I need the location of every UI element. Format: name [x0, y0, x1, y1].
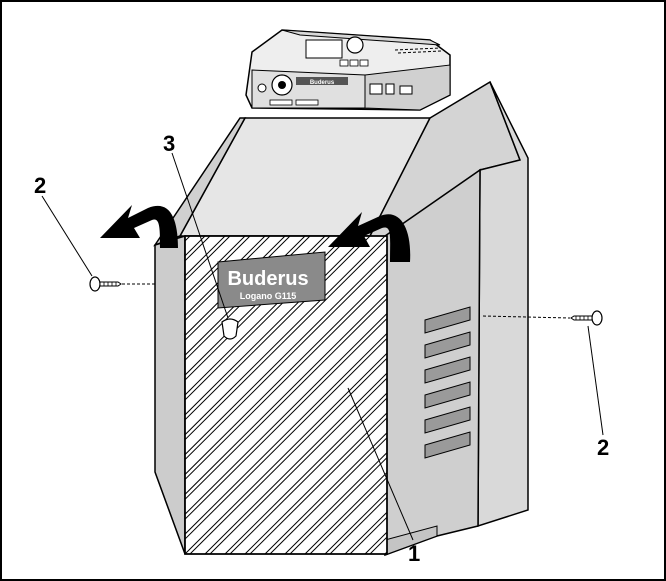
hatch-line: [185, 312, 387, 515]
hatch-line: [185, 297, 387, 501]
main-switch[interactable]: [369, 83, 383, 95]
hatch-line: [525, 236, 666, 554]
hatch-line: [185, 317, 387, 520]
handle-recess[interactable]: [221, 318, 239, 340]
rotary-knob[interactable]: [346, 36, 364, 54]
hatch-line: [550, 236, 666, 554]
hatch-line: [185, 253, 387, 456]
hatch-line: [185, 292, 387, 496]
right-screw: [570, 310, 603, 326]
hatch-line: [565, 236, 666, 554]
right-screw-leader: [482, 315, 571, 319]
switch[interactable]: [385, 83, 395, 95]
hatch-line: [189, 357, 387, 554]
hatch-line: [309, 476, 387, 554]
hatch-line: [185, 337, 387, 540]
hatch-line: [185, 236, 251, 302]
hatch-line: [204, 372, 387, 554]
hatch-line: [545, 236, 666, 554]
dial-center-icon: [278, 81, 286, 89]
hatch-line: [269, 437, 387, 554]
front-panel-hatching: [185, 236, 666, 554]
controller-top: [281, 29, 441, 46]
connector-slot: [295, 99, 319, 106]
hatch-line: [249, 417, 387, 554]
callout-3-leader: [171, 152, 229, 319]
callout-1-leader: [347, 387, 414, 541]
control-button[interactable]: [339, 59, 349, 67]
fuse-holder[interactable]: [399, 85, 413, 95]
control-button[interactable]: [349, 59, 359, 67]
vent-grille: [394, 47, 443, 54]
hatch-line: [570, 236, 666, 554]
left-side-panel[interactable]: [154, 234, 186, 555]
hatch-line: [185, 273, 387, 476]
indicator-light: [257, 83, 267, 93]
right-removal-arrow: [328, 212, 411, 262]
callout-2-left-leader: [41, 195, 93, 277]
connector-slot: [269, 99, 293, 106]
vent-slot: [424, 381, 471, 409]
hatch-line: [505, 236, 666, 554]
hatch-line: [185, 236, 386, 436]
brand-plate: Buderus Logano G115: [217, 251, 326, 309]
control-unit: Buderus: [245, 29, 451, 111]
hatch-line: [185, 236, 271, 322]
callout-2-right-leader: [587, 325, 604, 436]
boiler-body: Buderus Logano G115: [153, 80, 666, 557]
hatch-line: [329, 496, 387, 554]
controller-label-strip: [296, 77, 348, 85]
hatch-line: [284, 451, 387, 554]
controller-brand: Buderus: [310, 80, 335, 86]
hatch-line: [324, 491, 387, 554]
hatch-line: [185, 332, 387, 535]
hatch-line: [289, 456, 387, 554]
callout-2-right: 2: [597, 435, 609, 460]
left-removal-arrow: [100, 205, 178, 248]
hatch-line: [264, 432, 387, 554]
callout-1: 1: [408, 541, 420, 566]
display-window: [305, 39, 343, 59]
hatch-line: [185, 278, 387, 481]
hatch-line: [185, 236, 266, 317]
hatch-line: [224, 392, 387, 554]
hatch-line: [185, 352, 387, 554]
callout-3: 3: [163, 131, 175, 156]
hatch-line: [185, 236, 246, 297]
control-button[interactable]: [359, 59, 369, 67]
model-name: Logano G115: [240, 291, 297, 301]
hatch-line: [185, 238, 387, 441]
vent-slots: [424, 306, 471, 459]
vent-slot: [424, 431, 471, 459]
callout-2-left: 2: [34, 173, 46, 198]
hatch-line: [304, 471, 387, 554]
vent-slot: [424, 406, 471, 434]
hatch-line: [209, 377, 387, 554]
vent-slot: [424, 306, 471, 334]
hatch-line: [510, 236, 666, 554]
hatch-line: [229, 397, 387, 554]
vent-slot: [424, 356, 471, 384]
vent-slot: [424, 331, 471, 359]
brand-name: Buderus: [227, 268, 308, 290]
hatch-line: [185, 258, 387, 461]
left-screw: [89, 276, 122, 292]
hatch-line: [590, 236, 666, 554]
hatch-line: [244, 412, 387, 554]
